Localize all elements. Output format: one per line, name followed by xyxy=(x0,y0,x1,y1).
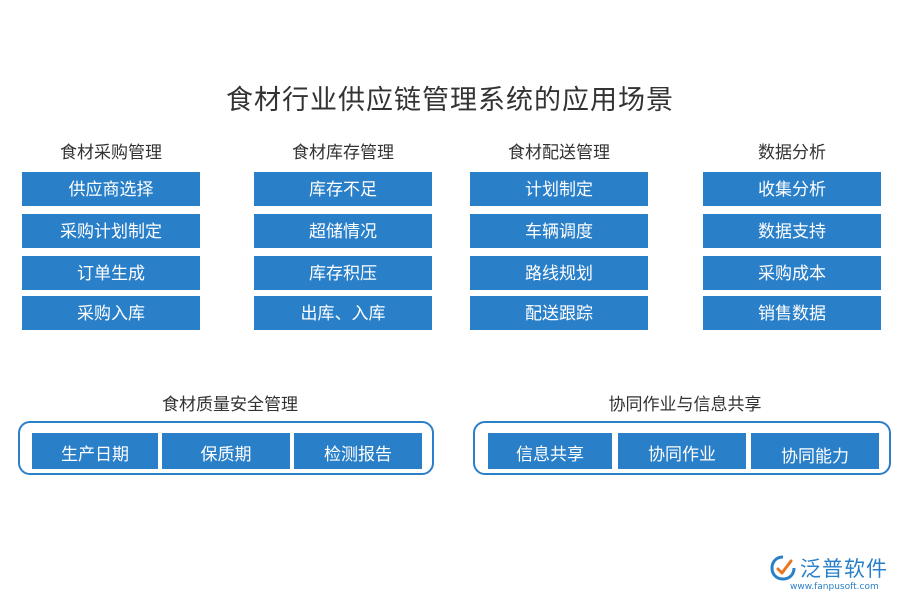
column-analytics: 数据分析 收集分析 数据支持 采购成本 销售数据 xyxy=(703,140,881,338)
scenario-box: 计划制定 xyxy=(470,172,648,206)
scenario-box: 供应商选择 xyxy=(22,172,200,206)
group-box: 检测报告 xyxy=(294,433,422,469)
scenario-box: 库存不足 xyxy=(254,172,432,206)
group-title-quality: 食材质量安全管理 xyxy=(162,395,298,415)
scenario-box: 超储情况 xyxy=(254,214,432,248)
group-frame-quality xyxy=(18,421,434,475)
column-procurement: 食材采购管理 供应商选择 采购计划制定 订单生成 采购入库 xyxy=(22,140,200,338)
group-box: 生产日期 xyxy=(32,433,158,469)
scenario-box: 库存积压 xyxy=(254,256,432,290)
scenario-box: 订单生成 xyxy=(22,256,200,290)
page-title: 食材行业供应链管理系统的应用场景 xyxy=(226,85,674,116)
brand-name: 泛普软件 xyxy=(800,557,888,581)
group-box: 协同作业 xyxy=(618,433,746,469)
group-box: 协同能力 xyxy=(751,433,879,469)
column-title: 食材配送管理 xyxy=(508,143,610,163)
group-box: 保质期 xyxy=(162,433,290,469)
group-title-collaboration: 协同作业与信息共享 xyxy=(608,395,762,415)
brand-url: www.fanpusoft.com xyxy=(790,582,879,592)
group-box: 信息共享 xyxy=(488,433,612,469)
group-frame-collaboration xyxy=(473,421,891,475)
scenario-box: 采购计划制定 xyxy=(22,214,200,248)
column-inventory: 食材库存管理 库存不足 超储情况 库存积压 出库、入库 xyxy=(254,140,432,338)
scenario-box: 数据支持 xyxy=(703,214,881,248)
brand-logo: 泛普软件 www.fanpusoft.com xyxy=(770,553,900,598)
fanpu-logo-icon xyxy=(770,555,796,581)
scenario-box: 配送跟踪 xyxy=(470,296,648,330)
column-title: 食材库存管理 xyxy=(292,143,394,163)
scenario-box: 收集分析 xyxy=(703,172,881,206)
scenario-box: 车辆调度 xyxy=(470,214,648,248)
column-title: 食材采购管理 xyxy=(60,143,162,163)
column-title: 数据分析 xyxy=(758,143,826,163)
scenario-box: 采购入库 xyxy=(22,296,200,330)
scenario-box: 路线规划 xyxy=(470,256,648,290)
scenario-box: 出库、入库 xyxy=(254,296,432,330)
scenario-box: 采购成本 xyxy=(703,256,881,290)
column-delivery: 食材配送管理 计划制定 车辆调度 路线规划 配送跟踪 xyxy=(470,140,648,338)
scenario-box: 销售数据 xyxy=(703,296,881,330)
